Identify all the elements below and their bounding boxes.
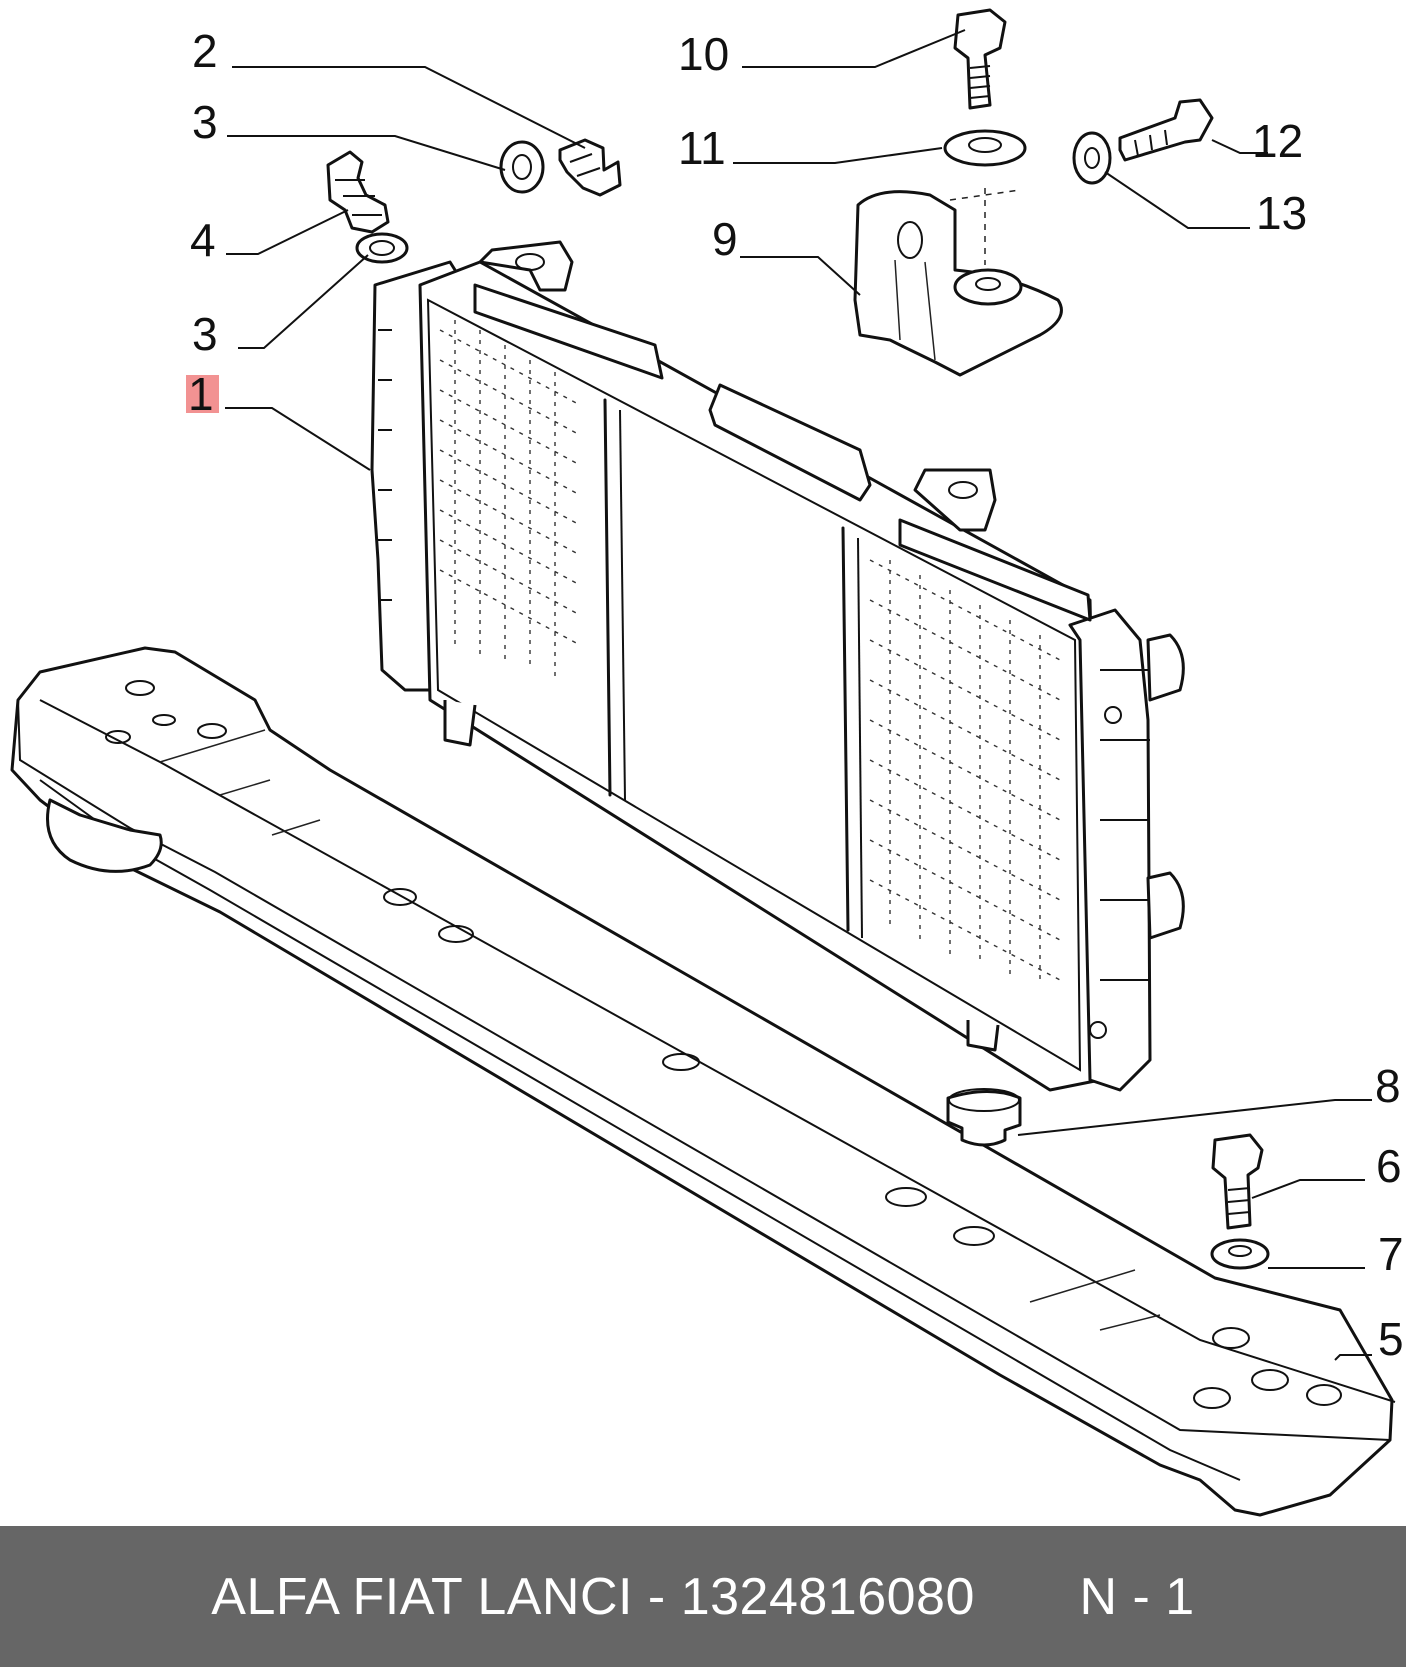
crossmember-part xyxy=(10,646,1396,1517)
bleed-screw-part-4 xyxy=(326,150,390,234)
footer-spacer xyxy=(975,1567,1080,1627)
leader-lines xyxy=(225,29,1372,1361)
washer-part-13 xyxy=(1072,131,1112,185)
radiator-exploded-diagram: 1 2 3 4 3 10 11 9 12 13 8 6 7 5 xyxy=(10,8,1404,1517)
washer-part-3-lower xyxy=(355,232,409,264)
mount-bracket-part-9 xyxy=(853,188,1063,377)
callout-4: 4 xyxy=(190,214,216,266)
callout-6: 6 xyxy=(1376,1140,1402,1192)
callout-5: 5 xyxy=(1378,1313,1404,1365)
callout-7: 7 xyxy=(1378,1228,1404,1280)
callout-9: 9 xyxy=(712,213,738,265)
drain-plug-part-2 xyxy=(558,138,622,197)
radiator-part xyxy=(370,240,1185,1092)
callout-2: 2 xyxy=(192,25,218,77)
callout-13: 13 xyxy=(1256,187,1307,239)
highlight-marker xyxy=(186,375,219,413)
callout-1: 1 xyxy=(188,368,214,420)
bolt-part-12 xyxy=(1118,98,1214,162)
washer-part-11 xyxy=(943,129,1027,167)
callout-3-lower: 3 xyxy=(192,308,218,360)
footer-bar: ALFA FIAT LANCI - 1324816080 N - 1 xyxy=(0,1526,1406,1667)
washer-part-3-upper xyxy=(499,140,545,194)
footer-part-label: ALFA FIAT LANCI - 1324816080 xyxy=(211,1567,975,1626)
bolt-part-10 xyxy=(953,8,1007,110)
grommet-part-8 xyxy=(946,1088,1022,1147)
footer-page-label: N - 1 xyxy=(1079,1567,1195,1626)
callout-10: 10 xyxy=(678,28,729,80)
callout-3-upper: 3 xyxy=(192,96,218,148)
callout-11: 11 xyxy=(678,122,726,174)
callout-12: 12 xyxy=(1252,115,1303,167)
washer-part-7 xyxy=(1210,1238,1270,1270)
callout-8: 8 xyxy=(1375,1060,1401,1112)
bolt-part-6 xyxy=(1211,1133,1264,1230)
